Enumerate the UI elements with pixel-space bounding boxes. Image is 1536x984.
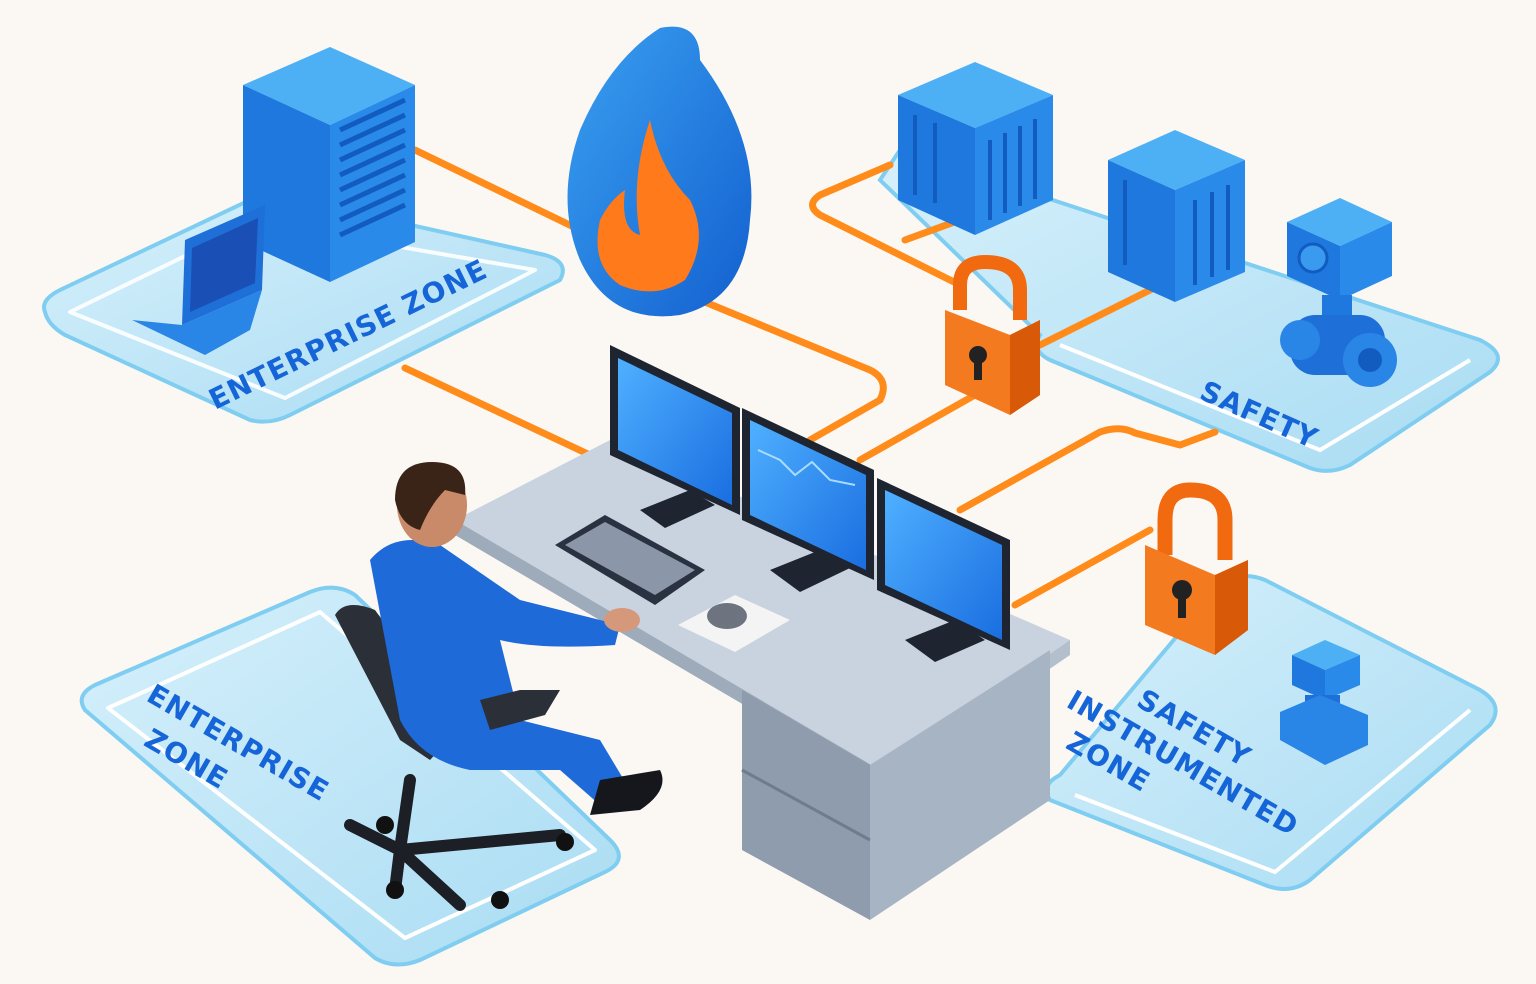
- keyboard-icon: [555, 515, 705, 605]
- cabinet-icon: [1108, 130, 1245, 302]
- network-cables: [401, 146, 1219, 609]
- padlock-icon: [945, 254, 1040, 415]
- monitor-icon: [742, 408, 874, 592]
- mouse-icon: [678, 595, 790, 652]
- laptop-icon: [132, 205, 265, 355]
- platform-enterprise-bottom: [79, 585, 621, 967]
- cabinet-icon: [898, 62, 1053, 235]
- monitor-icon: [610, 345, 740, 528]
- operator-figure: [370, 462, 663, 815]
- padlock-icon: [1145, 482, 1248, 655]
- valve-icon: [1280, 198, 1397, 387]
- platform-safety-instrumented: [1044, 574, 1498, 891]
- monitor-icon: [877, 478, 1010, 662]
- server-icon: [243, 47, 415, 282]
- valve-icon: [1280, 640, 1368, 765]
- firewall-flame-icon: [567, 26, 752, 317]
